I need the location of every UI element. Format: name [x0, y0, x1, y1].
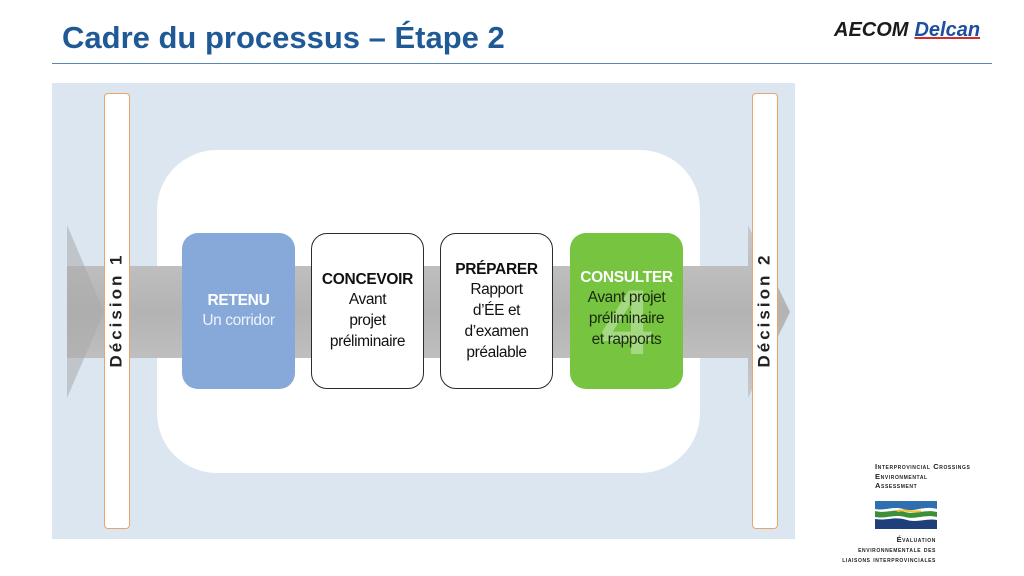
ice-french-line: liaisons interprovinciales: [842, 555, 936, 564]
step-preparer-box: PRÉPARER Rapport d’ÉE et d’examen préala…: [440, 233, 553, 389]
process-arrow-tail: [67, 225, 104, 398]
ice-french-line: environnementale des: [858, 545, 936, 554]
step-line: projet: [349, 312, 386, 329]
step-line: Avant: [348, 291, 387, 308]
step-line: Rapport: [470, 280, 523, 298]
ice-english-line: Environmental: [875, 471, 928, 481]
step-heading: PRÉPARER: [455, 260, 538, 278]
step-line: préalable: [466, 343, 527, 361]
ice-logo-english: Interprovincial Crossings Environmental …: [875, 462, 970, 491]
step-concevoir-box: CONCEVOIR Avant projet préliminaire: [311, 233, 424, 389]
step-consulter-box: 4 CONSULTER Avant projet préliminaire et…: [570, 233, 683, 389]
logo-aecom: AECOM: [834, 19, 909, 41]
decision-2-bar: [752, 93, 778, 529]
step-line: Avant projet: [587, 289, 666, 306]
decision-2-label-wrap: Décision 2: [753, 93, 777, 527]
decision-1-bar: [104, 93, 130, 529]
ice-emblem-icon: [875, 501, 937, 529]
step-line: et rapports: [591, 331, 662, 348]
step-heading: RETENU: [207, 292, 270, 309]
decision-1-label-wrap: Décision 1: [105, 93, 129, 527]
logo-delcan: Delcan: [914, 19, 981, 41]
ice-english-line: Interprovincial Crossings: [875, 462, 971, 471]
step-retenu-box: RETENU Un corridor: [182, 233, 295, 389]
decision-2-label: Décision 2: [755, 252, 775, 368]
step-line: préliminaire: [588, 310, 665, 327]
title-divider: [52, 63, 992, 64]
step-heading: CONCEVOIR: [321, 271, 414, 288]
ice-french-line: Évaluation: [896, 535, 936, 544]
step-line: Un corridor: [202, 312, 275, 329]
page-title: Cadre du processus – Étape 2: [62, 20, 505, 55]
ice-english-line: Assessment: [875, 481, 918, 490]
decision-1-label: Décision 1: [107, 252, 127, 368]
step-heading: CONSULTER: [580, 269, 673, 286]
step-number-watermark: 4: [600, 272, 653, 374]
step-line: préliminaire: [329, 333, 406, 350]
step-line: d’ÉE et: [472, 301, 521, 319]
step-line: d’examen: [464, 322, 529, 340]
